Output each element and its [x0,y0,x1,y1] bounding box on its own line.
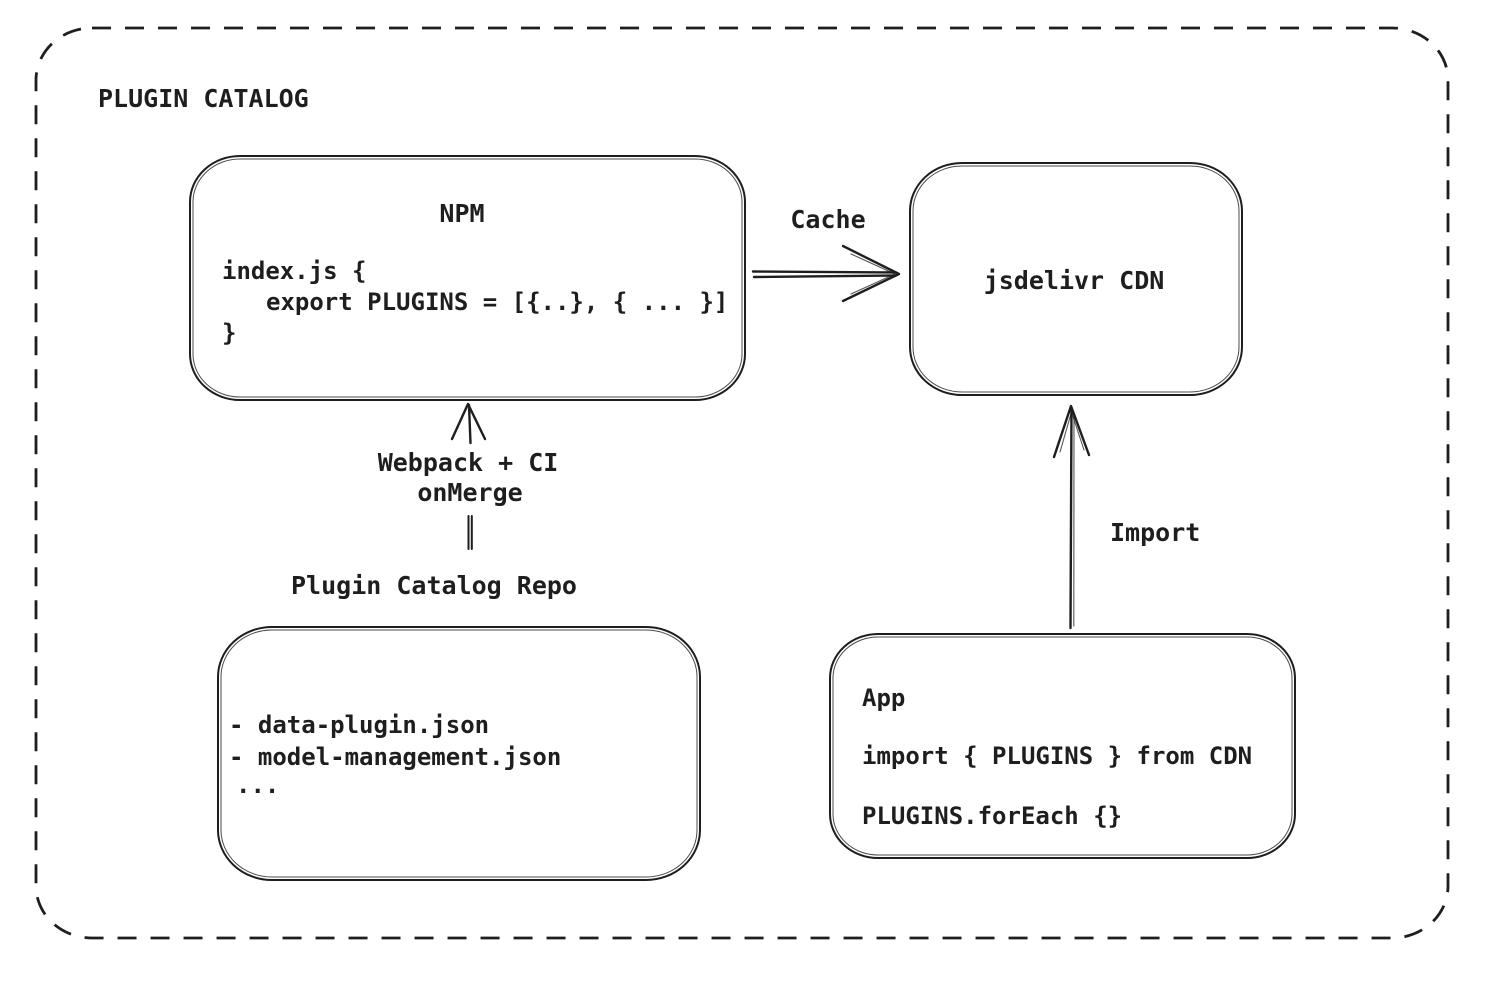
npm-box-sketch-stroke [192,158,743,398]
node-repo: Plugin Catalog Repo - data-plugin.json -… [217,571,701,881]
repo-file-1: - data-plugin.json [229,711,489,739]
edge-cache-label: Cache [790,205,865,234]
build-arrow-head [450,402,487,441]
repo-title: Plugin Catalog Repo [291,571,577,600]
cache-arrow-head [841,244,901,303]
cdn-box-sketch-stroke [912,165,1240,393]
import-arrow-head [1052,404,1091,459]
edge-build-label-line1: Webpack + CI [378,448,559,477]
edge-import-label: Import [1110,518,1200,547]
npm-code-line-3: } [222,319,236,347]
edge-cache-arrow: Cache [751,205,901,303]
import-arrow-shaft-1 [1069,406,1073,630]
edge-build-arrow: Webpack + CI onMerge [378,402,559,550]
edge-build-label-line2: onMerge [417,478,522,507]
npm-title: NPM [439,199,484,228]
repo-file-2: - model-management.json [229,743,561,771]
npm-box-outline [189,155,746,401]
app-title: App [862,684,905,712]
edge-import-arrow: Import [1052,404,1200,630]
catalog-boundary-outline [34,26,1450,940]
app-code-line-2: PLUGINS.forEach {} [862,802,1122,830]
npm-code-line-2: export PLUGINS = [{..}, { ... }] [266,288,728,316]
cdn-label: jsdelivr CDN [984,266,1165,295]
build-arrow-shaft-top [467,403,472,445]
catalog-boundary [34,26,1450,940]
repo-box-outline [217,626,701,881]
cdn-box-outline [909,162,1243,396]
cache-arrow-shaft-bottom [752,274,898,279]
npm-code-line-1: index.js { [222,257,367,285]
node-cdn: jsdelivr CDN [909,162,1243,396]
cache-arrow-head-sketch [850,253,896,295]
repo-box-sketch-stroke [220,629,698,878]
app-code-line-1: import { PLUGINS } from CDN [862,742,1252,770]
diagram-title: PLUGIN CATALOG [98,84,309,113]
import-arrow-head-sketch [1059,411,1085,453]
node-app: App import { PLUGINS } from CDN PLUGINS.… [829,633,1296,859]
repo-file-ellipsis: ... [236,771,279,799]
node-npm: NPM index.js { export PLUGINS = [{..}, {… [189,155,746,401]
app-box-outline [829,633,1296,859]
cache-arrow-shaft-top [751,270,898,274]
app-box-sketch-stroke [832,636,1293,856]
